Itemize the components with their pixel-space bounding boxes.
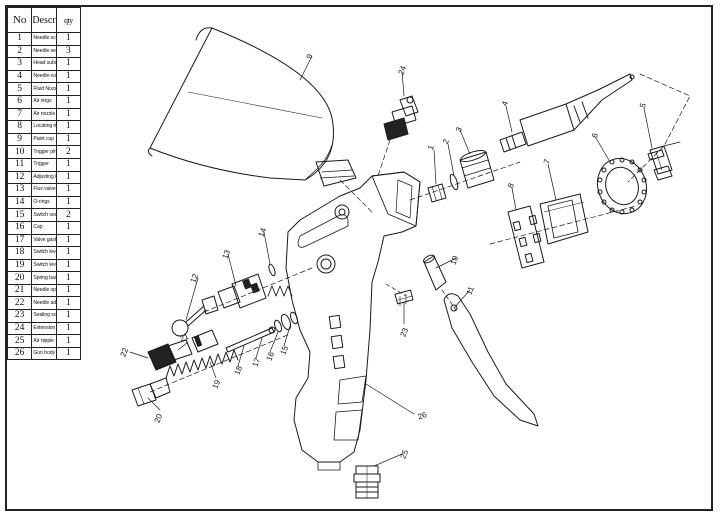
callout-26: 26 xyxy=(417,410,429,422)
callout-23: 23 xyxy=(399,326,411,338)
needle-screw-sealing xyxy=(427,183,447,203)
callout-9: 9 xyxy=(305,52,315,60)
extension-axis-dashed xyxy=(377,139,391,177)
valve-gasket xyxy=(274,319,282,333)
part-quantity: 1 xyxy=(55,220,82,235)
callout-22: 22 xyxy=(119,346,131,358)
paint-cup xyxy=(147,27,357,187)
valve-spring xyxy=(267,285,293,297)
switch-sealing-gasket xyxy=(290,311,298,325)
trigger xyxy=(443,293,539,427)
part-quantity: 1 xyxy=(55,32,82,46)
needle-sealing-gasket xyxy=(449,173,459,191)
locating-rings xyxy=(507,205,545,269)
callout-11: 11 xyxy=(465,285,476,296)
callout-2: 2 xyxy=(441,137,451,145)
callout-14: 14 xyxy=(257,226,269,238)
needle-complete xyxy=(499,73,635,153)
switch-axis-dashed xyxy=(149,333,291,393)
callout-16: 16 xyxy=(265,350,277,362)
callout-12: 12 xyxy=(189,272,201,284)
callout-labels: 1 2 3 4 5 6 7 8 9 10 11 12 13 14 15 16 1… xyxy=(119,52,649,460)
callout-25: 25 xyxy=(399,448,411,460)
part-quantity: 1 xyxy=(55,346,82,361)
head-subassembly xyxy=(459,149,495,189)
callout-4: 4 xyxy=(500,99,510,107)
callout-19: 19 xyxy=(211,378,223,390)
extension-adjusting xyxy=(383,95,419,141)
needle-adjusting-screw xyxy=(147,339,193,371)
part-description: Sealing screw xyxy=(31,309,57,323)
callout-21: 21 xyxy=(179,332,191,344)
callout-20: 20 xyxy=(153,412,165,424)
header-description: Description xyxy=(31,7,57,33)
part-number: 26 xyxy=(6,346,33,361)
part-quantity: 1 xyxy=(55,120,82,134)
needle-axis-dashed xyxy=(627,73,691,183)
callout-3: 3 xyxy=(454,125,464,133)
trigger-pin-axis-dashed xyxy=(441,289,457,311)
gun-body xyxy=(285,171,421,471)
callout-7: 7 xyxy=(542,157,552,165)
part-description: Extension adjusting xyxy=(31,321,57,336)
switch-lever-spring xyxy=(165,349,239,379)
head-axis-dashed xyxy=(409,161,521,201)
part-description: Locating rings xyxy=(31,120,57,134)
callout-18: 18 xyxy=(233,364,245,376)
part-description: Head subssembly xyxy=(31,57,57,71)
part-quantity: 1 xyxy=(55,82,82,96)
trigger-pin xyxy=(423,254,447,291)
air-nipple xyxy=(353,465,381,499)
adjusting-lever xyxy=(171,295,219,337)
fluid-nozzle xyxy=(647,141,681,181)
callout-10: 10 xyxy=(449,254,461,266)
callout-1: 1 xyxy=(426,143,436,151)
callout-15: 15 xyxy=(279,344,291,356)
spring-base xyxy=(131,377,171,407)
callout-6: 6 xyxy=(590,131,600,139)
sealing-screw-axis-dashed xyxy=(385,283,407,297)
air-rings xyxy=(596,157,648,215)
drawing-border xyxy=(5,5,713,511)
callout-13: 13 xyxy=(221,248,233,260)
callout-17: 17 xyxy=(251,356,263,368)
leader-lines xyxy=(129,55,653,467)
nozzle-axis-dashed xyxy=(489,205,637,245)
header-no: No xyxy=(6,7,33,33)
switch-lever xyxy=(225,326,276,353)
header-qty: qty xyxy=(55,7,82,33)
cup-axis-dashed xyxy=(339,179,373,213)
callout-8: 8 xyxy=(506,181,516,189)
needle-spring xyxy=(191,329,219,353)
o-rings xyxy=(268,263,276,277)
flux-valve xyxy=(217,273,267,309)
callout-5: 5 xyxy=(638,101,648,109)
callout-24: 24 xyxy=(397,64,409,76)
air-nozzle xyxy=(539,193,589,245)
parts-table-header: No Description qty xyxy=(6,7,82,33)
